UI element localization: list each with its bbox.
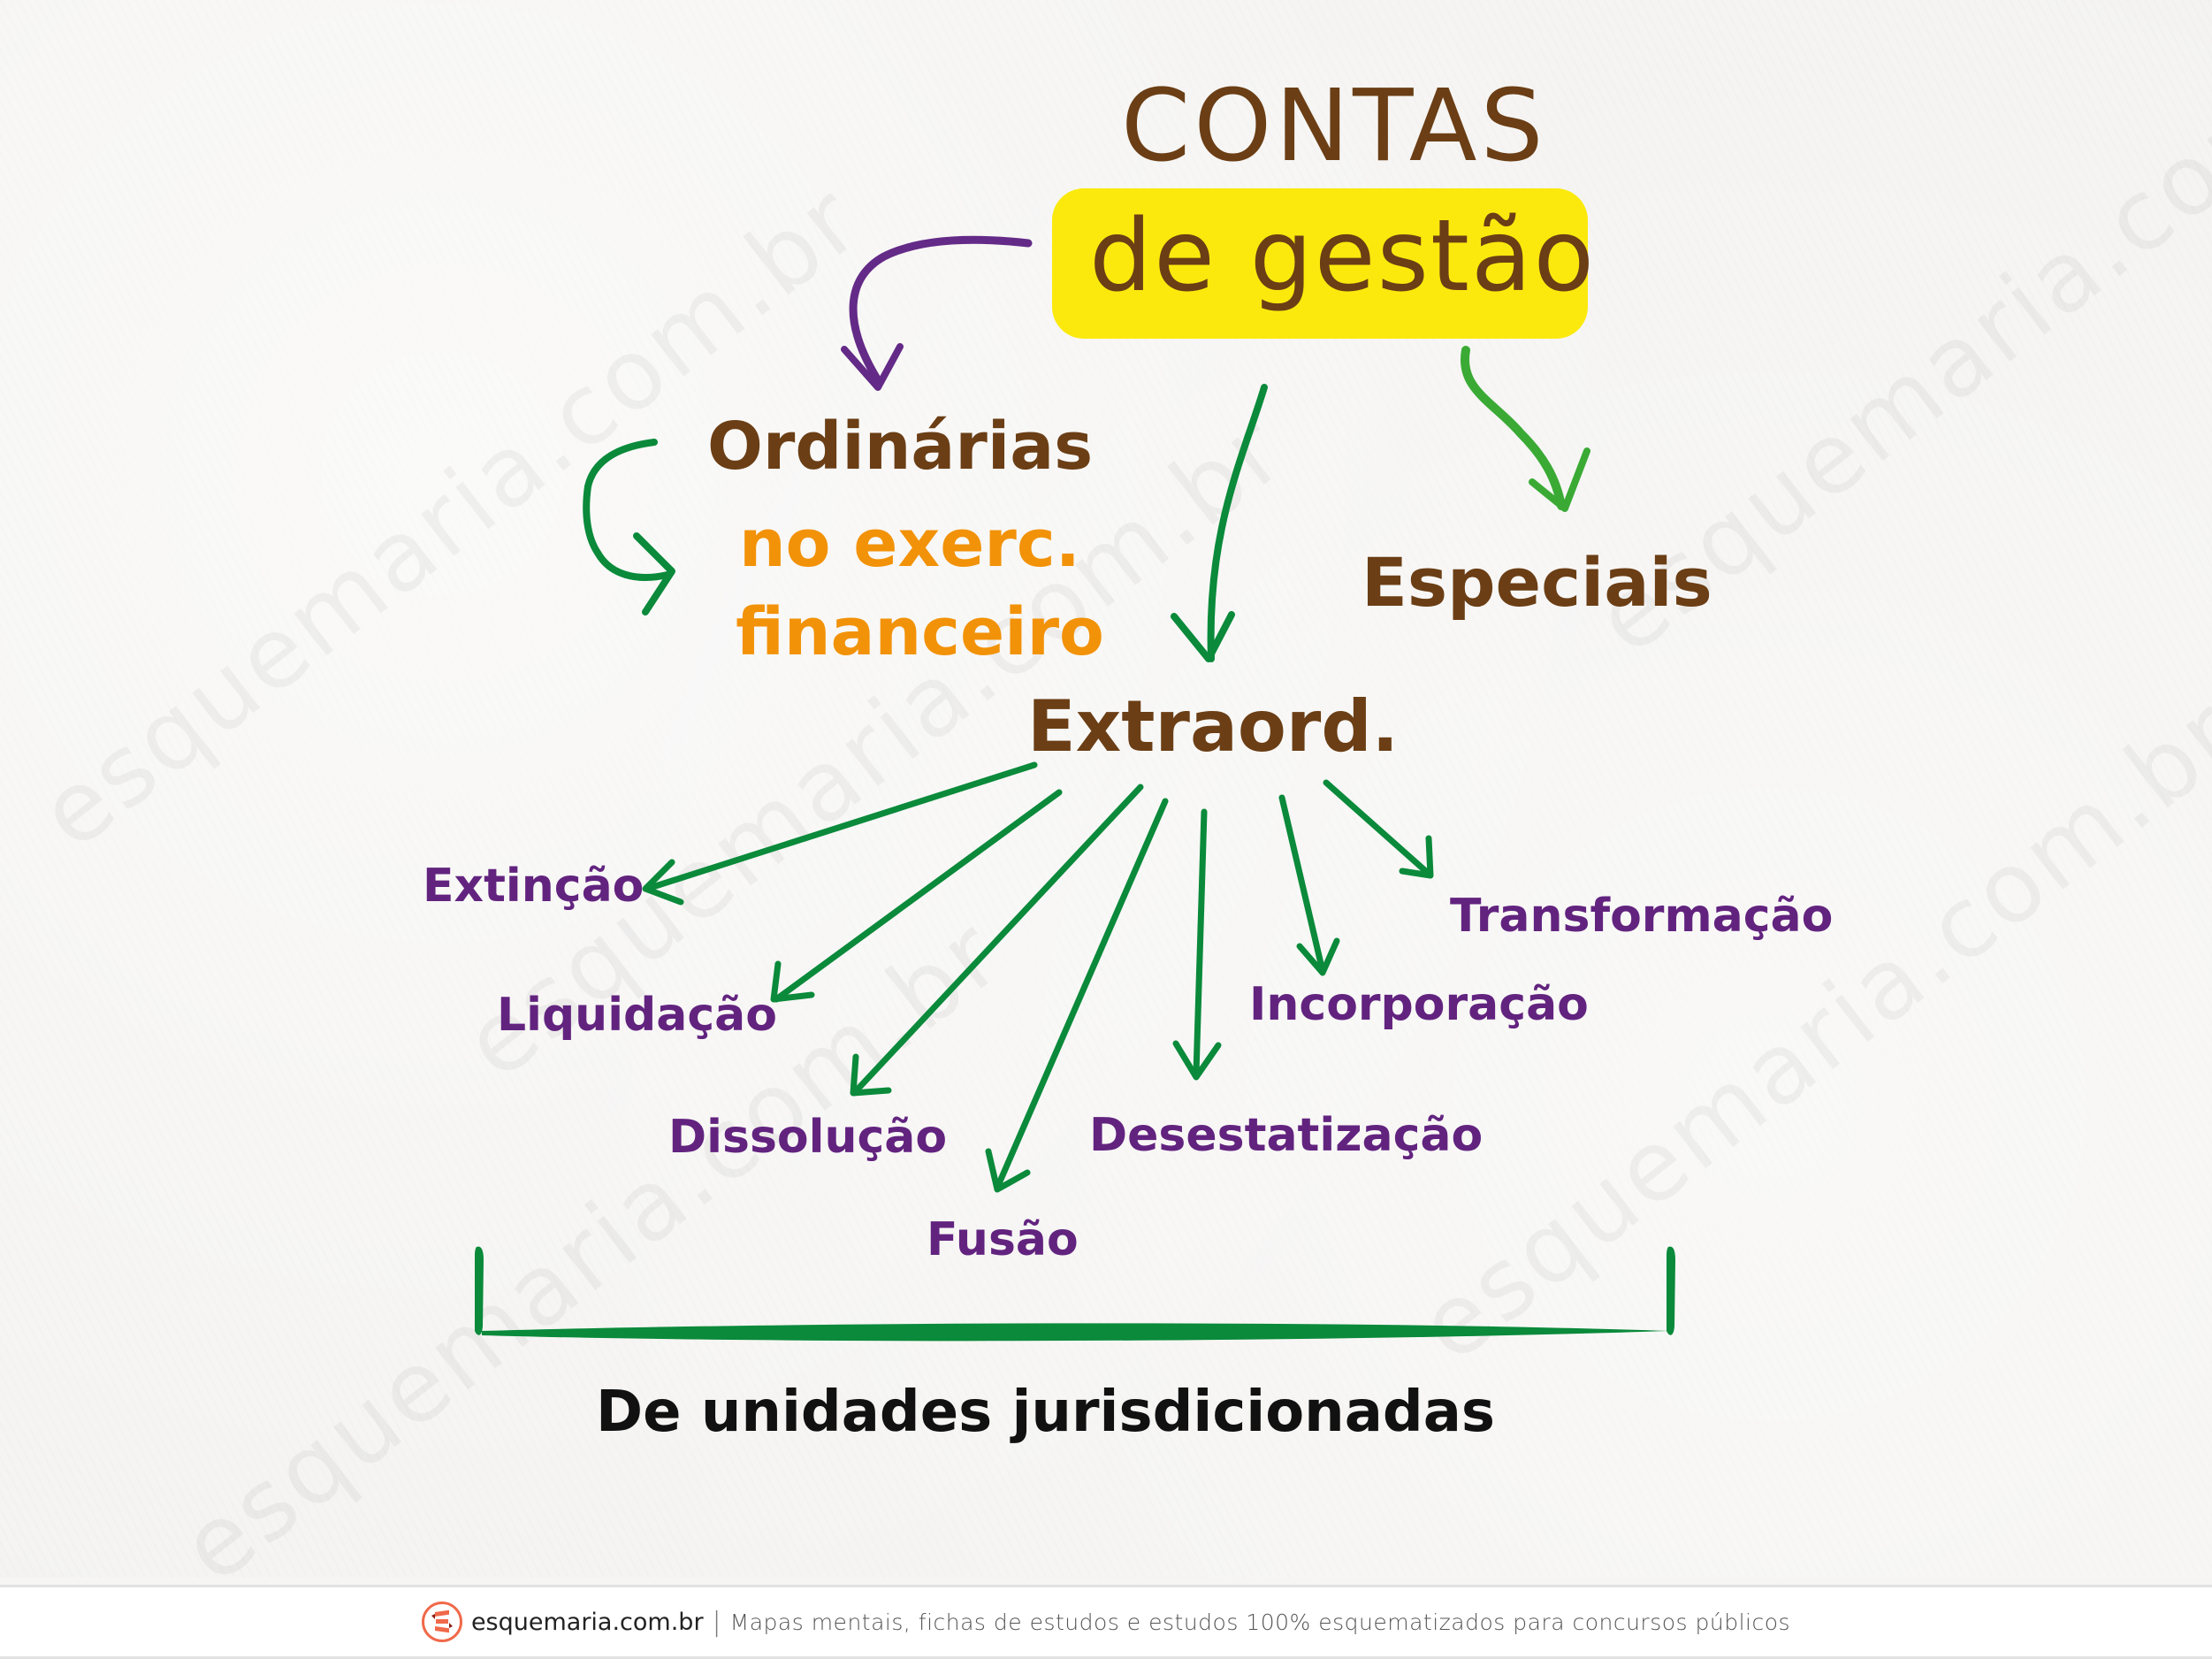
footer-site-link[interactable]: esquemaria.com.br bbox=[470, 1608, 704, 1636]
leaf-extincao: Extinção bbox=[423, 860, 645, 913]
node-ordinarias-detail-1: no exerc. bbox=[739, 506, 1080, 582]
title-highlight-box bbox=[1052, 188, 1588, 339]
node-especiais: Especiais bbox=[1362, 543, 1712, 622]
arrow-to-extraord bbox=[1207, 384, 1268, 662]
bracket-caption: De unidades jurisdicionadas bbox=[596, 1380, 1495, 1445]
node-ordinarias-detail-2: financeiro bbox=[736, 594, 1104, 670]
footer-separator: | bbox=[712, 1606, 721, 1638]
leaf-incorporacao: Incorporação bbox=[1249, 978, 1589, 1031]
leaf-transformacao: Transformação bbox=[1450, 890, 1834, 943]
title-de-gestao: de gestão bbox=[1089, 199, 1597, 314]
leaf-desestatizacao: Desestatização bbox=[1089, 1109, 1484, 1162]
leaf-dissolucao: Dissolução bbox=[668, 1111, 948, 1164]
arrow-to-especiais bbox=[1460, 346, 1566, 510]
connector-arrows bbox=[475, 235, 1675, 1342]
arrow-to-fusao bbox=[994, 798, 1169, 1191]
bracket bbox=[475, 1246, 1675, 1342]
node-extraordinarias: Extraord. bbox=[1027, 685, 1399, 768]
node-ordinarias: Ordinárias bbox=[707, 409, 1094, 485]
arrow-ordinarias-to-detail bbox=[583, 439, 671, 581]
arrow-to-ordinarias bbox=[849, 235, 1033, 385]
arrow-to-liquidacao bbox=[773, 789, 1063, 1003]
arrow-to-desestatizacao bbox=[1193, 808, 1208, 1077]
title-contas: CONTAS bbox=[1121, 69, 1547, 184]
footer-tagline: Mapas mentais, fichas de estudos e estud… bbox=[729, 1609, 1791, 1635]
arrow-to-transformacao bbox=[1323, 779, 1432, 877]
arrow-to-extincao bbox=[644, 761, 1038, 892]
footer-bar: esquemaria.com.br | Mapas mentais, ficha… bbox=[0, 1585, 2212, 1659]
esquemaria-logo-icon[interactable] bbox=[421, 1602, 462, 1642]
arrow-to-incorporacao bbox=[1278, 794, 1326, 975]
arrow-to-dissolucao bbox=[850, 784, 1144, 1097]
leaf-liquidacao: Liquidação bbox=[497, 989, 777, 1042]
leaf-fusao: Fusão bbox=[927, 1213, 1079, 1266]
